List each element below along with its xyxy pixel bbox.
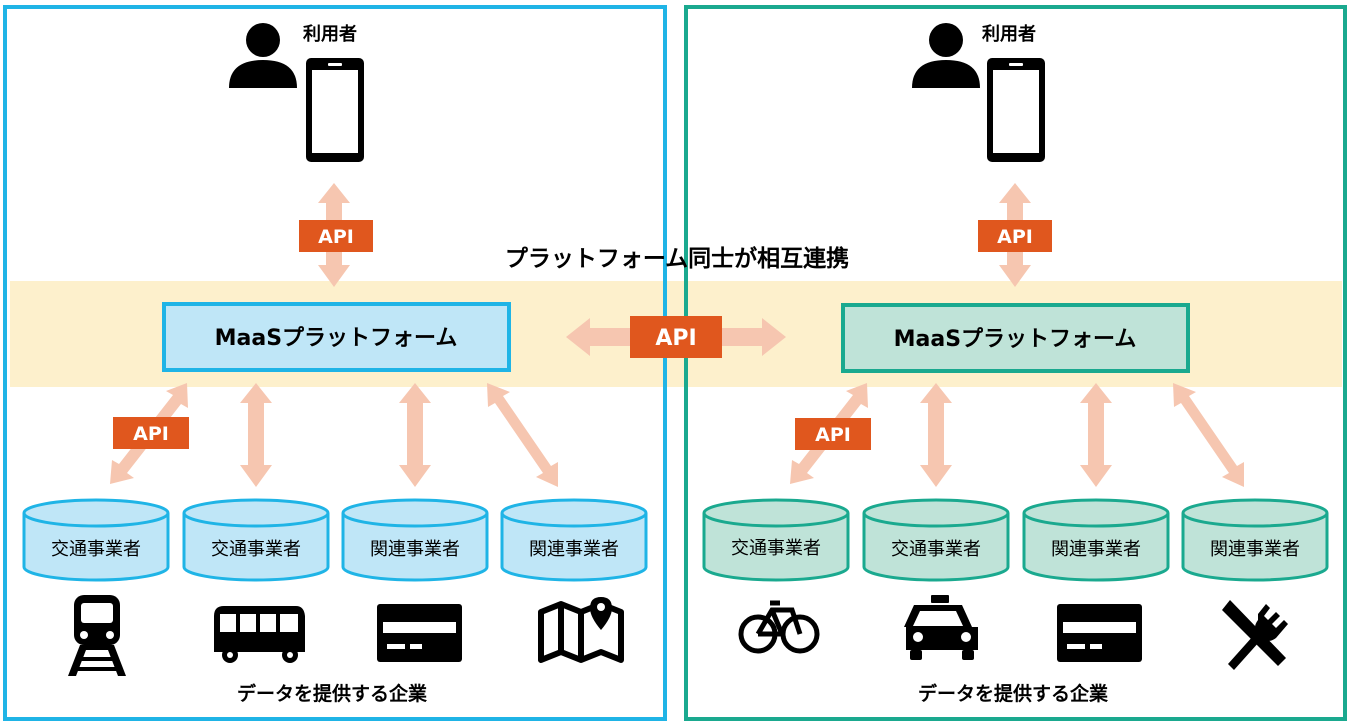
- api-badge: [795, 418, 871, 450]
- api-badge: [113, 417, 189, 449]
- api-badge: [978, 220, 1052, 252]
- user-icon: [229, 23, 297, 88]
- user-label: 利用者: [982, 23, 1036, 45]
- database-cylinder: 関連事業者: [500, 498, 648, 582]
- database-cylinder: 交通事業者: [862, 498, 1010, 582]
- database-label: 交通事業者: [51, 539, 141, 560]
- database-cylinder: 関連事業者: [1022, 498, 1170, 582]
- database-cylinder: 関連事業者: [341, 498, 489, 582]
- database-label: 関連事業者: [1051, 539, 1141, 560]
- smartphone-icon: [987, 58, 1045, 162]
- taxi-icon: [904, 595, 978, 660]
- api-label: API: [318, 226, 354, 248]
- database-cylinder: 関連事業者: [1181, 498, 1329, 582]
- database-label: 交通事業者: [731, 538, 821, 559]
- user-icon: [912, 23, 980, 88]
- database-label: 交通事業者: [891, 539, 981, 560]
- api-label: API: [815, 424, 851, 446]
- database-label: 関連事業者: [529, 539, 619, 560]
- provider-caption: データを提供する企業: [237, 682, 428, 705]
- api-badge: [299, 220, 373, 252]
- database-label: 交通事業者: [211, 539, 301, 560]
- database-cylinder: 交通事業者: [182, 498, 330, 582]
- api-label: API: [997, 226, 1033, 248]
- left-panel: [3, 5, 667, 721]
- card-icon: [1057, 604, 1142, 662]
- api-label: API: [655, 326, 696, 351]
- platform-label: MaaSプラットフォーム: [894, 327, 1137, 352]
- card-icon: [377, 604, 462, 662]
- bicycle-icon: [738, 600, 820, 654]
- train-icon: [68, 595, 126, 676]
- database-cylinder: 交通事業者: [22, 498, 170, 582]
- database-cylinder: 交通事業者: [702, 498, 850, 582]
- api-label: API: [133, 423, 169, 445]
- fork-knife-icon: [1222, 600, 1288, 670]
- user-label: 利用者: [303, 23, 357, 45]
- diagram-title: プラットフォーム同士が相互連携: [505, 245, 849, 272]
- map-pin-icon: [538, 597, 624, 663]
- database-label: 関連事業者: [370, 539, 460, 560]
- api-badge: [630, 316, 722, 358]
- database-label: 関連事業者: [1210, 539, 1300, 560]
- bus-icon: [214, 606, 305, 663]
- right-panel: [684, 5, 1347, 721]
- maas-platform-right: [841, 303, 1190, 373]
- provider-caption: データを提供する企業: [918, 682, 1109, 705]
- maas-platform-left: [162, 302, 511, 372]
- platform-label: MaaSプラットフォーム: [215, 326, 458, 351]
- smartphone-icon: [306, 58, 364, 162]
